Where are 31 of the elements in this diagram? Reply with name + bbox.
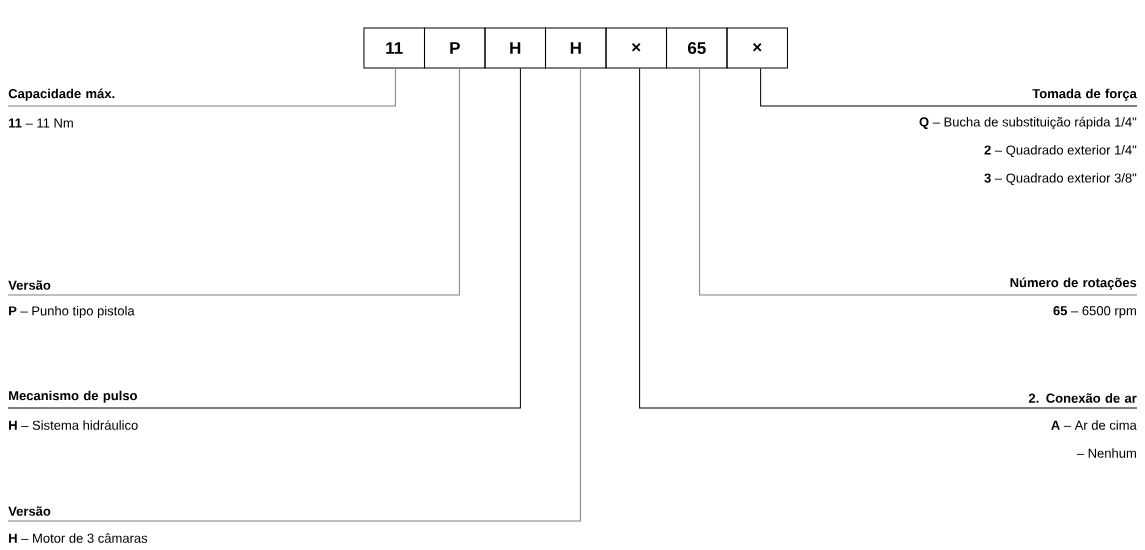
leader-line bbox=[7, 68, 460, 296]
leader-line bbox=[7, 68, 581, 522]
option-text: 65 – 6500 rpm bbox=[1053, 306, 1136, 318]
option-text: P – Punho tipo pistola bbox=[9, 305, 135, 319]
heading-text: 2. Conexão de ar bbox=[1028, 393, 1137, 403]
option-text: 2 – Quadrado exterior 1/4" bbox=[984, 145, 1137, 157]
leader-line bbox=[760, 68, 1138, 107]
leader-line bbox=[699, 68, 1138, 296]
code-box: 65 bbox=[666, 27, 728, 69]
option-text: H – Motor de 3 câmaras bbox=[9, 533, 148, 543]
code-box: H bbox=[545, 27, 607, 69]
option-text: – Nenhum bbox=[1076, 448, 1136, 458]
code-box: 11 bbox=[363, 27, 425, 69]
option-text: 3 – Quadrado exterior 3/8" bbox=[984, 173, 1137, 185]
option-text: H – Sistema hidráulico bbox=[9, 420, 138, 430]
code-box: × bbox=[605, 27, 667, 69]
heading-text: Capacidade máx. bbox=[8, 88, 115, 101]
heading-text: Número de rotações bbox=[1010, 277, 1137, 290]
code-box: P bbox=[424, 27, 486, 69]
option-text: A – Ar de cima bbox=[1051, 420, 1137, 430]
option-text: 11 – 11 Nm bbox=[9, 118, 73, 128]
heading-text: Versão bbox=[8, 506, 51, 516]
heading-text: Versão bbox=[8, 280, 51, 290]
code-box: × bbox=[726, 27, 788, 69]
leader-line bbox=[7, 68, 521, 409]
heading-text: Tomada de força bbox=[1032, 88, 1137, 101]
heading-text: Mecanismo de pulso bbox=[9, 390, 137, 403]
leader-line bbox=[639, 68, 1138, 409]
code-box: H bbox=[484, 27, 546, 69]
option-text: Q – Bucha de substituição rápida 1/4" bbox=[919, 116, 1137, 130]
leader-line bbox=[7, 68, 396, 107]
